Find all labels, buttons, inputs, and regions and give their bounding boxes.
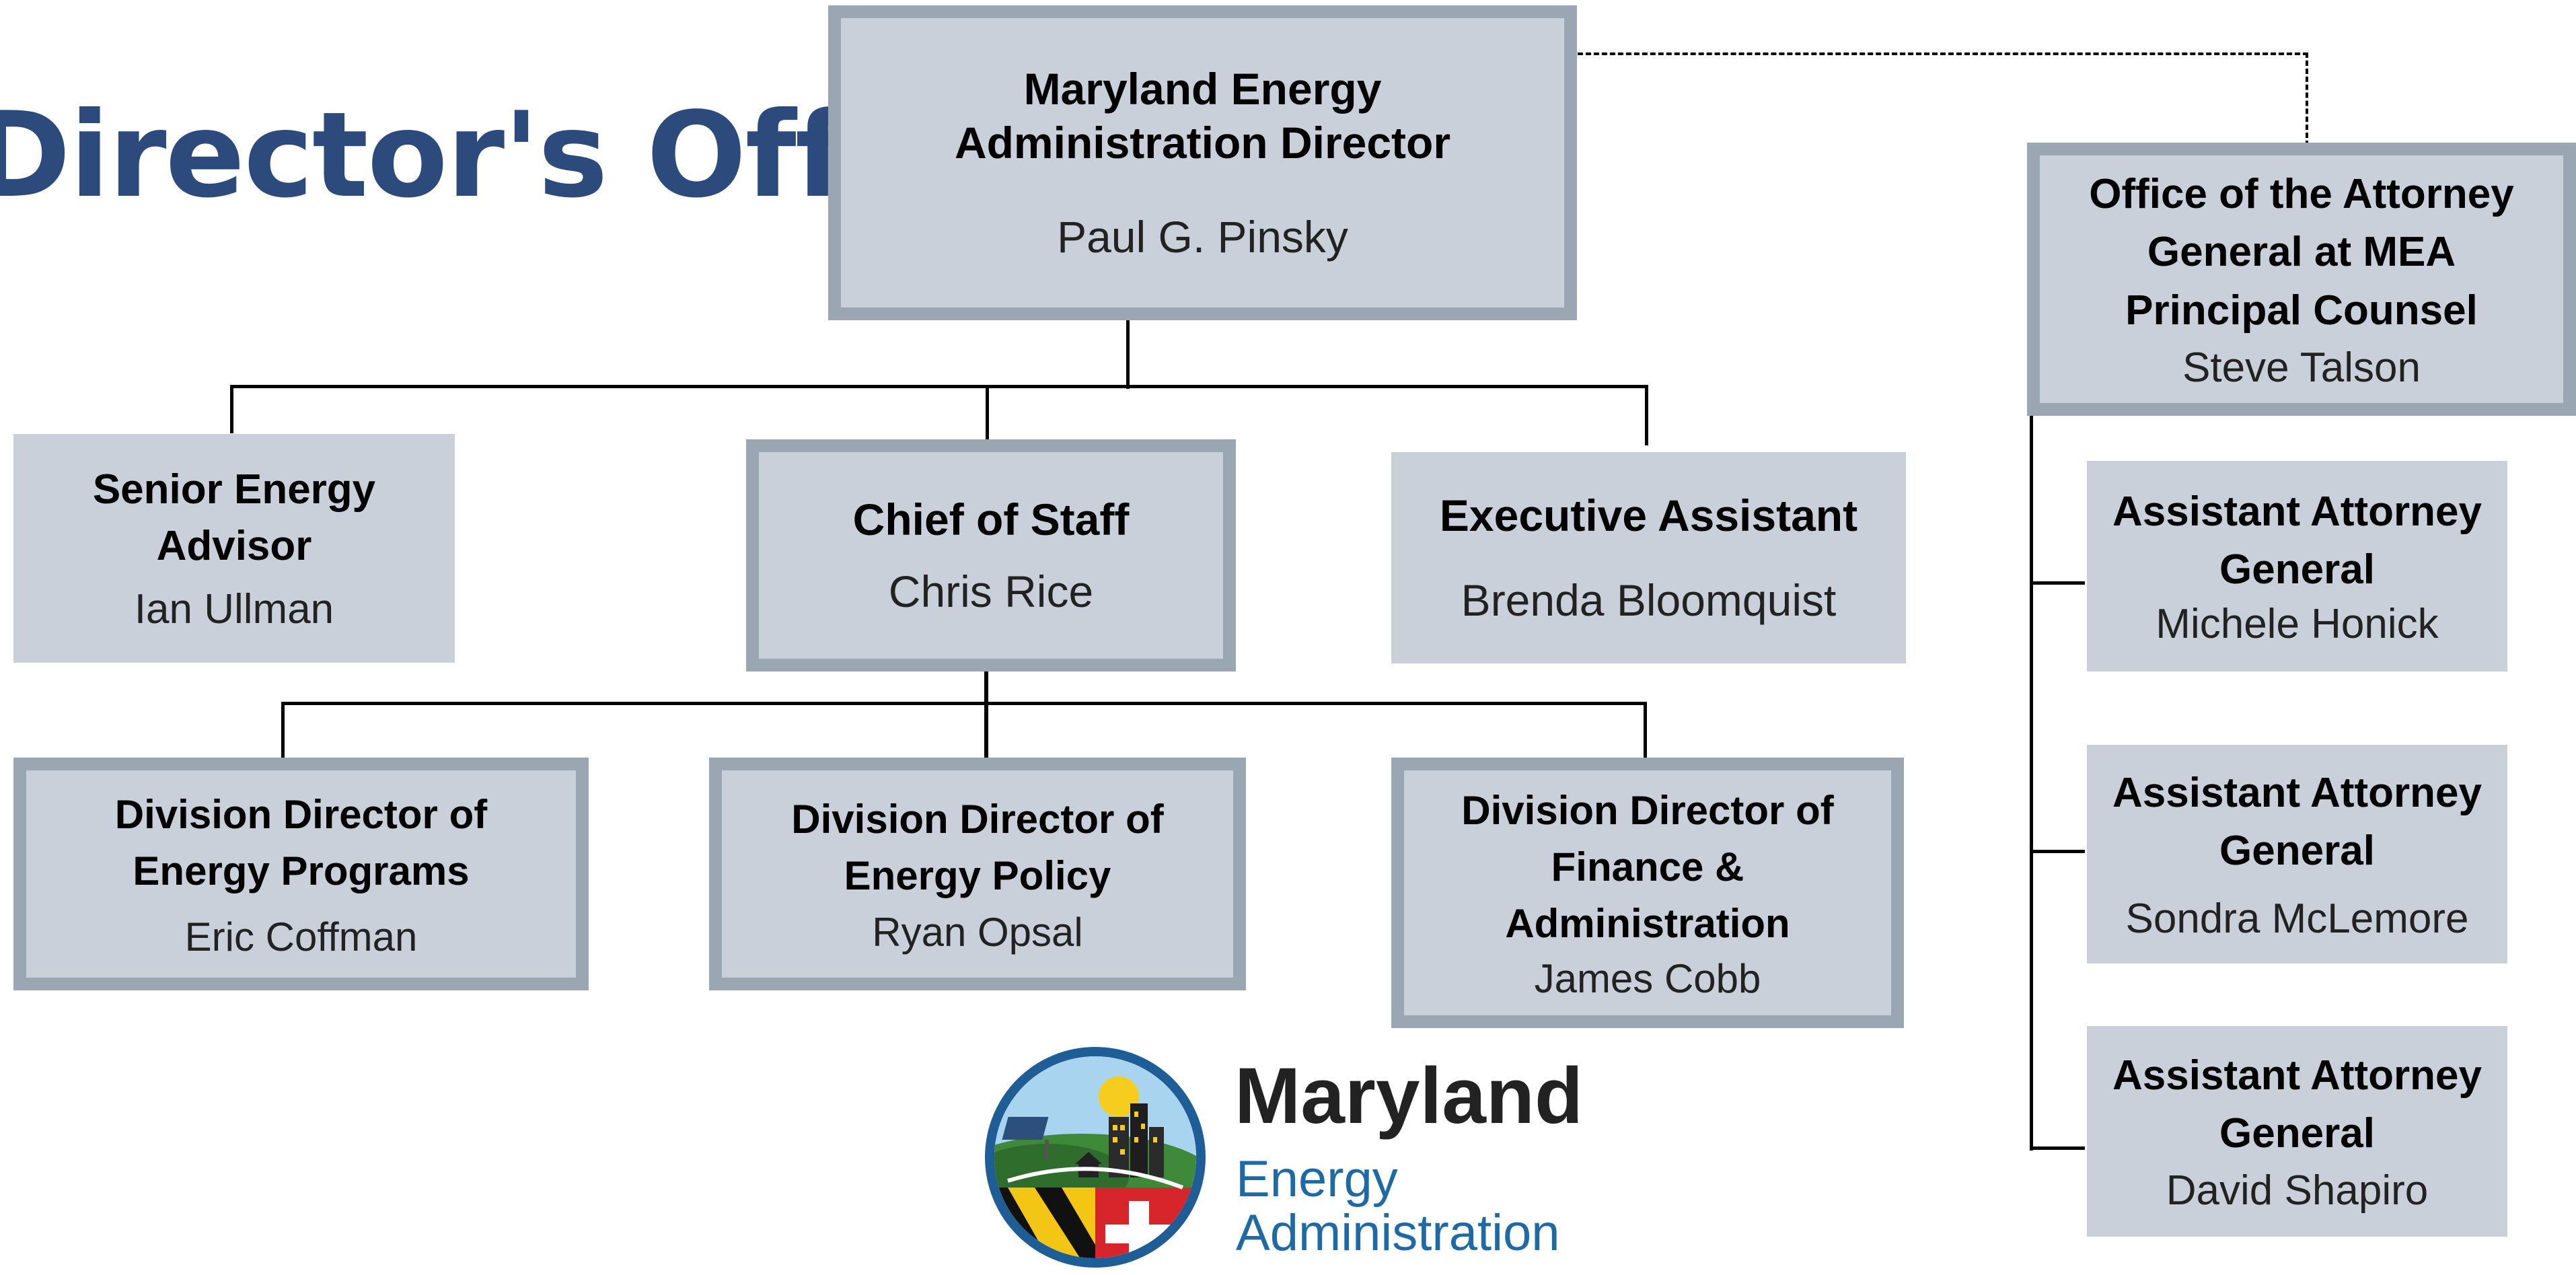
maryland-energy-seal-icon (981, 1043, 1210, 1272)
assistant-ag-1-box: Assistant Attorney General Michele Honic… (2087, 461, 2507, 671)
energy-policy-box: Division Director of Energy Policy Ryan … (709, 758, 1246, 990)
connector-executive-assistant (1645, 385, 1648, 445)
assistant-ag-3-name: David Shapiro (2166, 1167, 2429, 1214)
chief-of-staff-box: Chief of Staff Chris Rice (746, 439, 1236, 671)
senior-advisor-name: Ian Ullman (134, 586, 334, 633)
chief-of-staff-role: Chief of Staff (852, 494, 1130, 544)
assistant-ag-2-name: Sondra McLemore (2125, 896, 2469, 943)
executive-assistant-box: Executive Assistant Brenda Bloomquist (1391, 452, 1906, 663)
connector-director-down (1126, 315, 1130, 389)
connector-assistant-3 (2030, 1146, 2085, 1150)
attorney-general-office-name: Steve Talson (2182, 344, 2421, 391)
energy-policy-name: Ryan Opsal (872, 910, 1083, 955)
attorney-general-office-box: Office of the Attorney General at MEA Pr… (2027, 143, 2576, 416)
director-box: Maryland Energy Administration Director … (828, 5, 1577, 320)
connector-division-horizontal (281, 702, 1647, 705)
assistant-ag-3-box: Assistant Attorney General David Shapiro (2087, 1026, 2507, 1237)
executive-assistant-name: Brenda Bloomquist (1461, 575, 1837, 625)
finance-admin-box: Division Director of Finance & Administr… (1391, 758, 1904, 1028)
energy-programs-box: Division Director of Energy Programs Eri… (13, 758, 589, 990)
assistant-ag-2-box: Assistant Attorney General Sondra McLemo… (2087, 745, 2507, 963)
energy-programs-name: Eric Coffman (184, 914, 418, 959)
connector-finance-admin (1644, 702, 1647, 759)
connector-staff-down (984, 666, 988, 772)
connector-top-horizontal (230, 385, 1648, 388)
logo-subtitle-administration: Administration (1236, 1204, 1560, 1262)
executive-assistant-role: Executive Assistant (1439, 490, 1858, 541)
assistant-ag-1-role: Assistant Attorney General (2112, 488, 2482, 593)
attorney-general-office-role: Office of the Attorney General at MEA Pr… (2089, 170, 2514, 334)
finance-admin-role: Division Director of Finance & Administr… (1461, 788, 1834, 946)
director-name: Paul G. Pinsky (1057, 211, 1348, 262)
assistant-ag-3-role: Assistant Attorney General (2112, 1052, 2482, 1157)
chief-of-staff-name: Chris Rice (888, 567, 1094, 617)
connector-assistant-1 (2030, 581, 2085, 585)
energy-programs-role: Division Director of Energy Programs (114, 792, 488, 894)
connector-senior-advisor (230, 385, 233, 433)
logo-subtitle-energy: Energy (1236, 1151, 1398, 1208)
connector-assistant-2 (2030, 850, 2085, 853)
logo-wordmark: Maryland (1235, 1052, 1584, 1140)
senior-advisor-box: Senior Energy Advisor Ian Ullman (13, 434, 455, 663)
connector-counsel-vertical (2030, 410, 2033, 1151)
energy-policy-role: Division Director of Energy Policy (791, 797, 1164, 898)
assistant-ag-2-role: Assistant Attorney General (2112, 769, 2482, 875)
connector-energy-programs (281, 702, 285, 759)
finance-admin-name: James Cobb (1534, 956, 1761, 1001)
assistant-ag-1-name: Michele Honick (2156, 601, 2439, 648)
director-role: Maryland Energy Administration Director (954, 63, 1451, 168)
connector-director-attorney-dashed (1578, 52, 2308, 146)
connector-chief-of-staff (986, 385, 989, 445)
senior-advisor-role: Senior Energy Advisor (92, 466, 376, 569)
